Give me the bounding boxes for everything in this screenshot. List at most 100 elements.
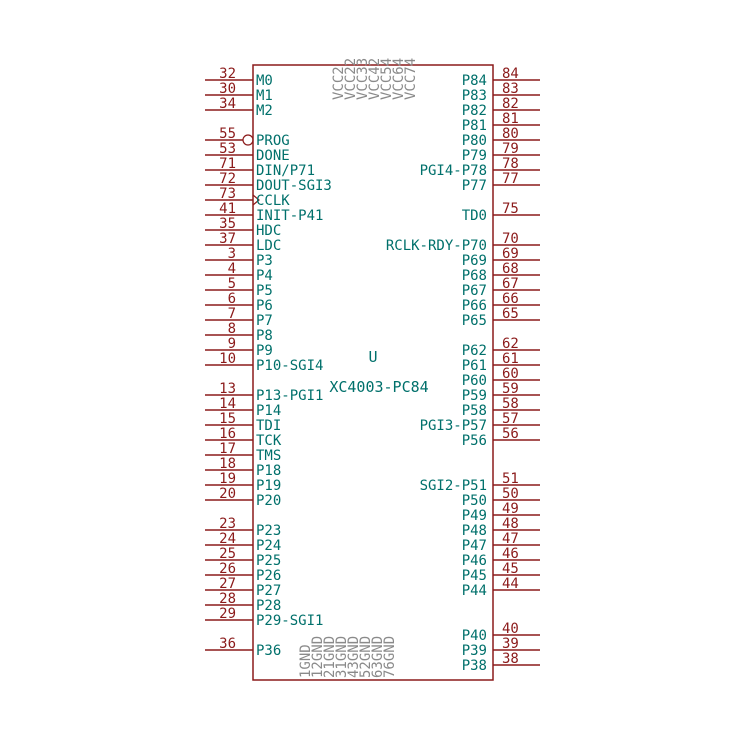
pin-number: 16: [219, 426, 236, 442]
bottom-power-pin[interactable]: 1GND: [298, 644, 314, 678]
top-power-pin[interactable]: VCC74: [403, 58, 419, 100]
pin-name: P80: [462, 133, 487, 149]
pin-number: 53: [219, 141, 236, 157]
pin-name: P7: [256, 313, 273, 329]
top-power-pin[interactable]: VCC42: [367, 58, 383, 100]
power-pin-label: VCC33: [355, 58, 371, 100]
component-body[interactable]: [252, 64, 494, 681]
bottom-power-pin[interactable]: 63GND: [370, 636, 386, 678]
bottom-power-pin[interactable]: 76GND: [382, 636, 398, 678]
pin-number: 24: [219, 531, 236, 547]
bottom-power-pin[interactable]: 52GND: [358, 636, 374, 678]
top-power-pin[interactable]: VCC22: [343, 58, 359, 100]
bottom-power-pin[interactable]: 21GND: [322, 636, 338, 678]
top-power-pin[interactable]: VCC33: [355, 58, 371, 100]
power-pin-label: 52GND: [358, 636, 374, 678]
pin-number: 69: [502, 246, 519, 262]
pin-number: 15: [219, 411, 236, 427]
pin-number: 18: [219, 456, 236, 472]
pin-name: P68: [462, 268, 487, 284]
bottom-power-pin[interactable]: 12GND: [310, 636, 326, 678]
bottom-power-pin[interactable]: 43GND: [346, 636, 362, 678]
pin-name: P84: [462, 73, 487, 89]
pin-name: P40: [462, 628, 487, 644]
component-reference: U: [368, 348, 377, 366]
bottom-power-pin[interactable]: 31GND: [334, 636, 350, 678]
top-power-pin[interactable]: VCC64: [391, 58, 407, 100]
top-power-pin[interactable]: VCC2: [331, 66, 347, 100]
pin-name: M1: [256, 88, 273, 104]
top-power-pin[interactable]: VCC54: [379, 58, 395, 100]
